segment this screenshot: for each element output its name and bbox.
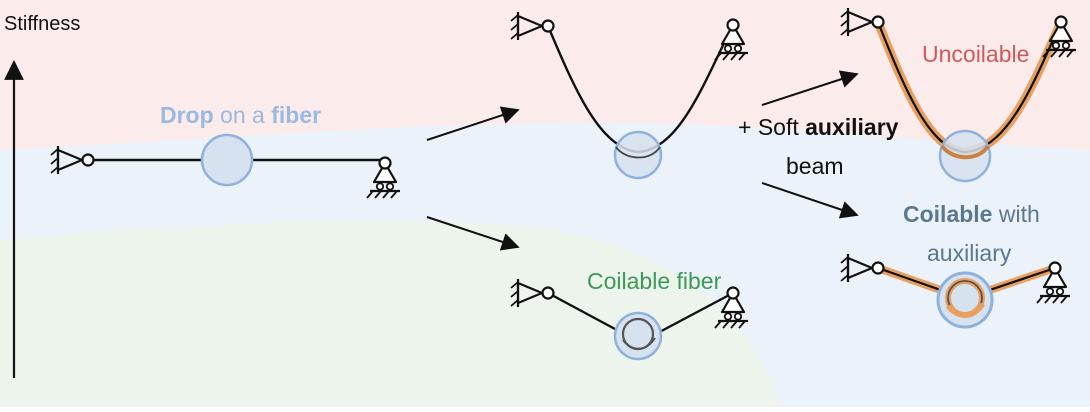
- droplet-outline: [200, 133, 254, 187]
- droplet-icon: [613, 130, 663, 180]
- fiber-right-segment: [651, 291, 734, 338]
- coiled-aux-tail: [945, 302, 986, 318]
- arrow-icon-to-uncoilable: [761, 70, 859, 106]
- label-uncoilable: Uncoilable: [922, 41, 1029, 67]
- label-coilable-fiber: Coilable fiber: [587, 268, 722, 294]
- arrow-icon-to-coilable-aux: [761, 182, 859, 219]
- axis-label-stiffness: Stiffness: [4, 13, 80, 35]
- region-low-stiffness: [0, 220, 780, 407]
- arrow-icon-to-uncoiled: [426, 106, 520, 141]
- label-drop-on-fiber: Drop on a fiber: [160, 102, 321, 128]
- label-beam: beam: [786, 153, 844, 179]
- coilable-fiber-system: [509, 277, 750, 361]
- uncoilable-system: [839, 6, 1078, 183]
- coilable-with-aux-system: [839, 252, 1072, 329]
- coiled-fiber-tail: [622, 337, 656, 350]
- sagging-fiber-system: [509, 10, 750, 180]
- arrow-icon-to-coilable: [426, 216, 520, 251]
- fiber-through-drop: [615, 146, 661, 159]
- label-auxiliary: auxiliary: [927, 240, 1012, 266]
- aux-through-drop: [940, 144, 990, 160]
- label-soft-auxiliary: + Soft auxiliary: [738, 114, 899, 140]
- fiber-left-segment: [547, 291, 629, 338]
- drop-on-fiber-system: [49, 133, 402, 200]
- label-coilable-with: Coilable with: [903, 201, 1040, 227]
- droplet-icon: [202, 135, 252, 185]
